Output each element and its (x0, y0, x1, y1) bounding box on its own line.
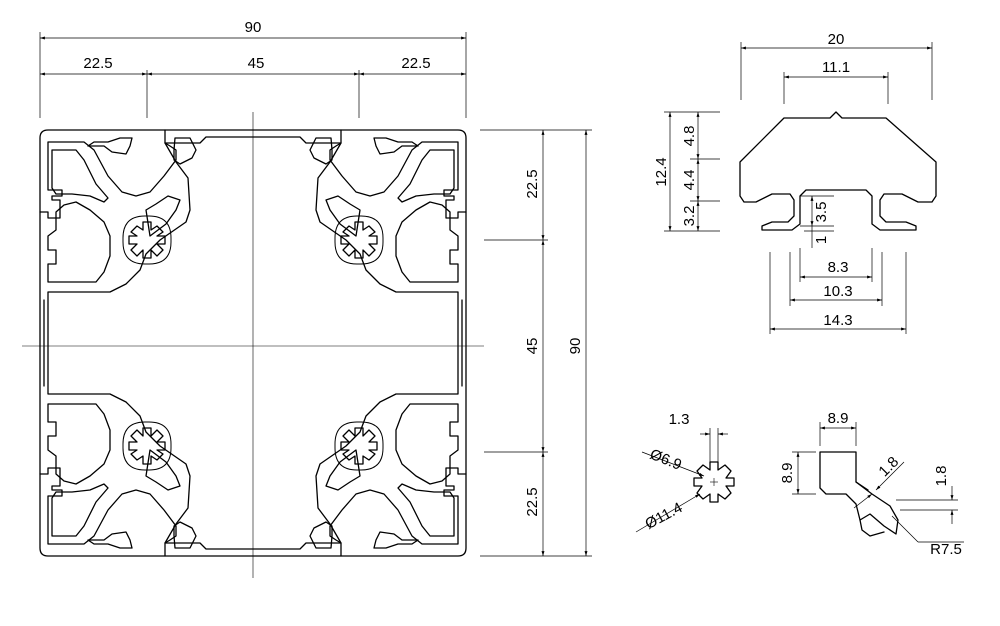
dim-slot-bottom-width: 14.3 (823, 312, 852, 329)
dim-core-inner-diameter: Ø6.9 (647, 446, 684, 474)
dim-corner-radius: R7.5 (930, 541, 962, 558)
dim-slot-height-upper: 4.8 (681, 126, 698, 147)
dim-slot-opening: 8.3 (828, 259, 849, 276)
dim-right-bottom-quarter: 22.5 (524, 487, 541, 516)
dim-slot-height-total: 12.4 (653, 157, 670, 186)
dim-slot-top-width: 20 (828, 31, 845, 48)
dim-overall-height: 90 (567, 338, 584, 355)
dim-left-quarter: 22.5 (83, 55, 112, 72)
dim-corner-top-width: 8.9 (828, 410, 849, 427)
dim-right-top-quarter: 22.5 (524, 169, 541, 198)
dim-slot-inner-width: 11.1 (822, 59, 850, 76)
dim-slot-mid-width: 10.3 (823, 283, 852, 300)
dim-center-span: 45 (248, 55, 265, 72)
dim-corner-wall-offset: 1.8 (933, 466, 950, 487)
main-profile-section (22, 112, 484, 578)
dim-overall-width: 90 (245, 19, 262, 36)
dim-core-outer-diameter: Ø11.4 (642, 499, 685, 533)
slot-detail-section: 20 11.1 12.4 4.8 4.4 3.2 3.5 1 8.3 1 (653, 31, 937, 334)
dim-slot-height-middle: 4.4 (681, 170, 698, 191)
dim-core-tooth-width: 1.3 (669, 411, 690, 428)
core-detail-section: 1.3 Ø6.9 Ø11.4 (635, 411, 735, 533)
dim-corner-wall-thickness: 1.8 (875, 453, 902, 480)
dim-corner-side-height: 8.9 (779, 463, 796, 484)
dim-slot-lip: 1 (813, 236, 830, 244)
dim-slot-height-lower: 3.2 (681, 206, 698, 227)
corner-detail-section: 8.9 8.9 1.8 1.8 R7.5 (779, 410, 964, 558)
dim-right-quarter: 22.5 (401, 55, 430, 72)
dim-slot-depth: 3.5 (813, 202, 830, 223)
dim-right-center-span: 45 (524, 338, 541, 355)
main-dimensions: 90 22.5 45 22.5 22.5 45 22.5 90 (39, 19, 592, 557)
